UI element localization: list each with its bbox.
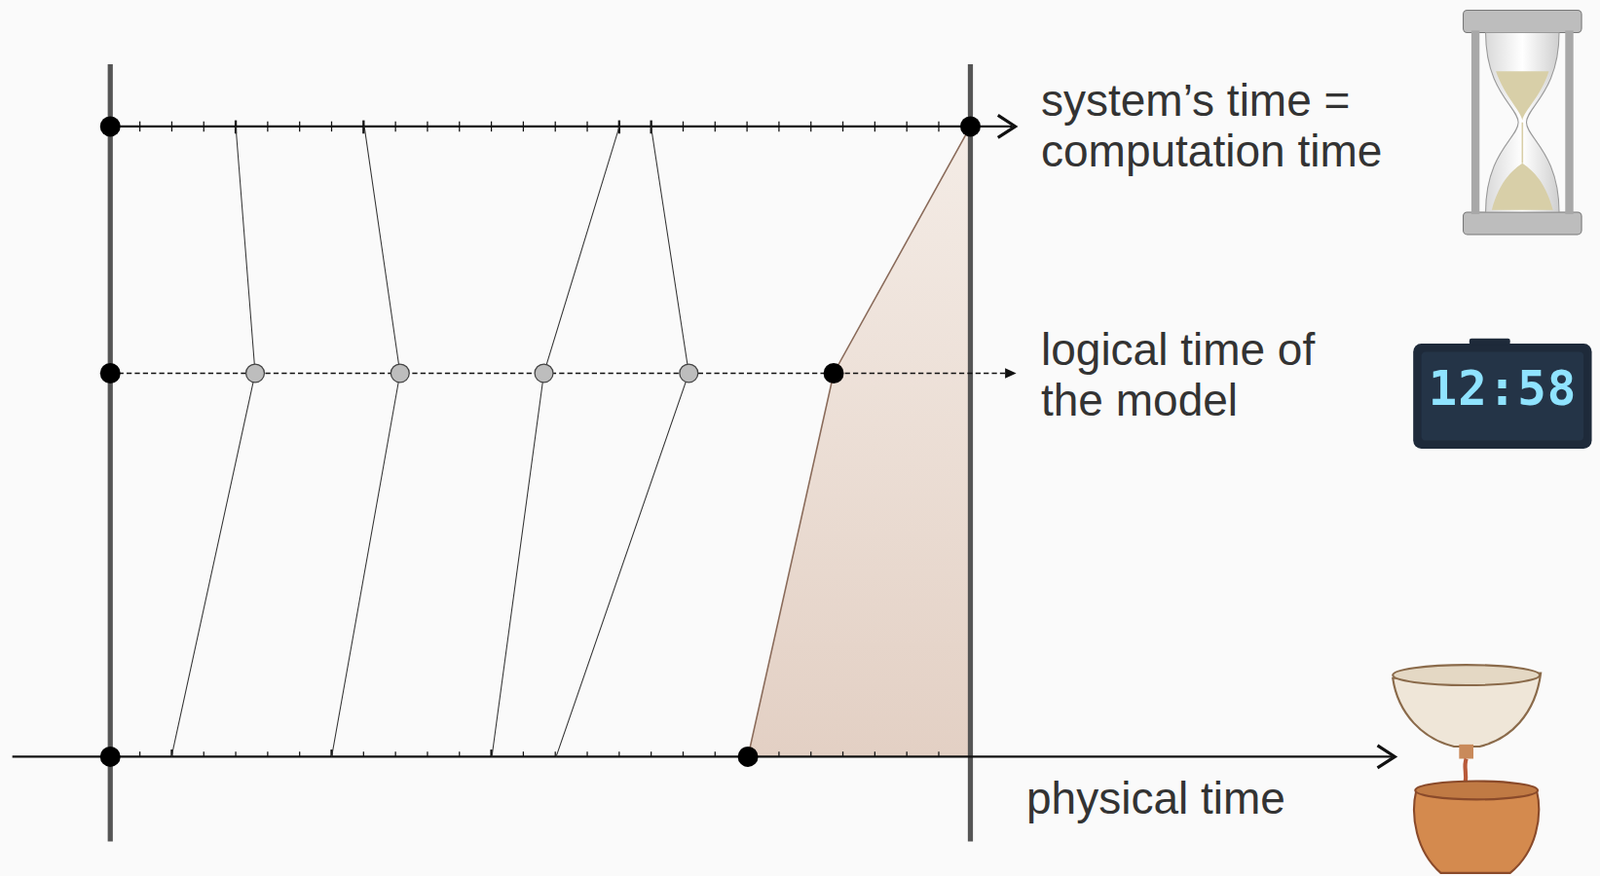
event-dots — [246, 364, 699, 383]
hourglass-icon — [1463, 9, 1583, 235]
arrow-head — [998, 114, 1016, 138]
shaded-region — [747, 126, 970, 757]
clock-display: 12:58 — [1421, 360, 1585, 419]
water-clock-icon — [1392, 665, 1541, 874]
physical-axis — [12, 755, 1393, 758]
black-dots — [100, 115, 981, 767]
axis-label: logical time of the model — [1041, 324, 1334, 426]
axis-label: system’s time = computation time — [1041, 74, 1451, 177]
axis-label: physical time — [1026, 773, 1348, 824]
left-bar — [108, 64, 113, 842]
region-edge — [747, 126, 970, 757]
arrow-head — [1004, 368, 1017, 378]
right-bar — [967, 64, 973, 842]
mapping-lines — [171, 126, 689, 757]
arrow-head — [1377, 745, 1396, 769]
tick-marks — [140, 120, 939, 758]
clock-icon — [1413, 338, 1592, 449]
system-axis — [110, 125, 1012, 128]
